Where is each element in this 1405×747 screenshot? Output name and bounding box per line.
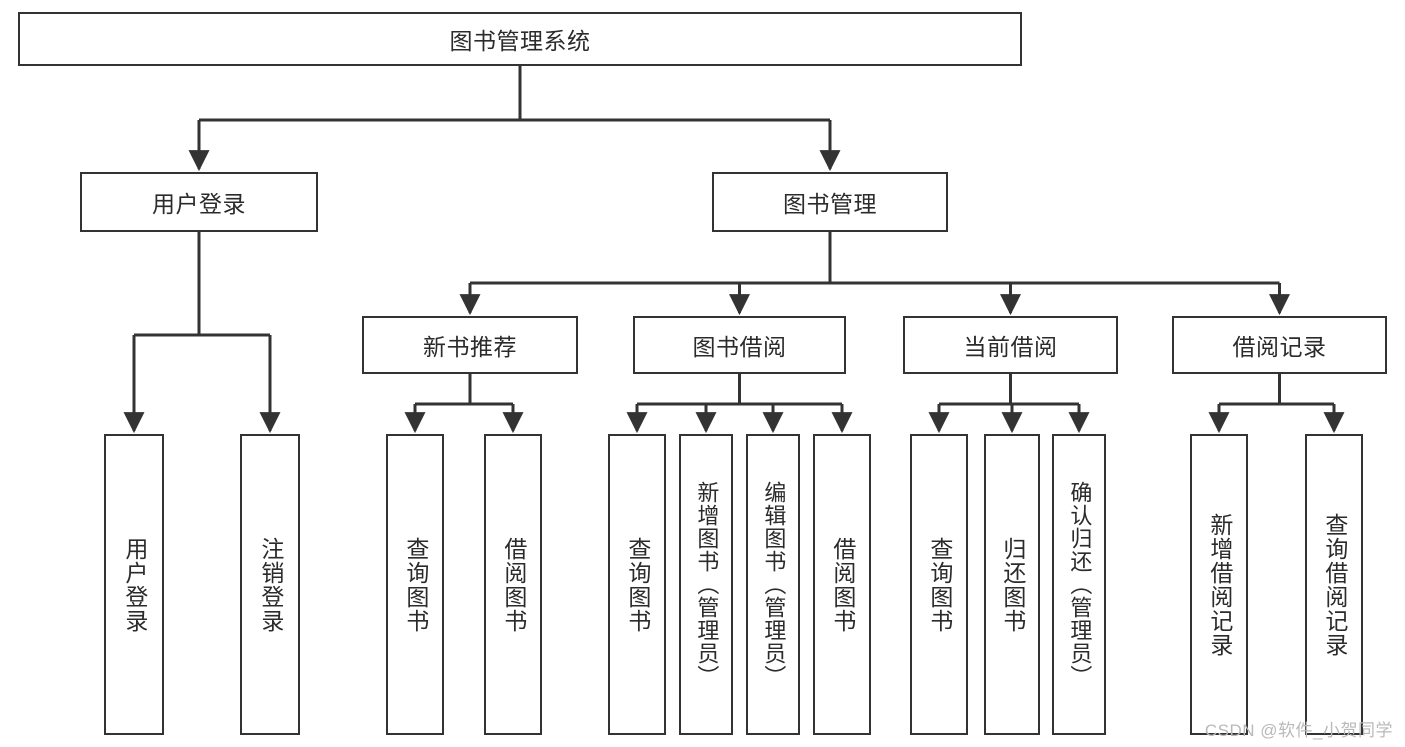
node-label: 图书管理 [783,191,877,217]
node-label: 借阅图书 [829,536,856,633]
node-label: 新增图书（管理员） [694,481,720,688]
node-leaf-query-book-recommend[interactable]: 查询图书 [386,434,444,735]
node-book-borrow[interactable]: 图书借阅 [633,316,846,374]
node-leaf-edit-book-admin[interactable]: 编辑图书（管理员） [746,434,800,735]
node-label: 借阅记录 [1232,334,1327,360]
node-label: 新增借阅记录 [1206,512,1233,657]
node-current-borrow[interactable]: 当前借阅 [903,316,1118,374]
node-leaf-confirm-return-admin[interactable]: 确认归还（管理员） [1052,434,1106,735]
node-leaf-add-borrow-record[interactable]: 新增借阅记录 [1190,434,1248,735]
node-leaf-query-book-borrow[interactable]: 查询图书 [608,434,666,735]
node-leaf-add-book-admin[interactable]: 新增图书（管理员） [679,434,733,735]
edge-bus [415,374,513,406]
node-label: 查询图书 [402,536,429,633]
node-label: 用户登录 [152,191,246,217]
node-leaf-borrow-book[interactable]: 借阅图书 [813,434,871,735]
node-label: 查询图书 [926,536,953,633]
node-root-system[interactable]: 图书管理系统 [18,12,1022,66]
node-new-book-recommend[interactable]: 新书推荐 [362,316,578,374]
node-leaf-return-book[interactable]: 归还图书 [984,434,1040,735]
node-label: 当前借阅 [963,334,1058,360]
node-leaf-user-login[interactable]: 用户登录 [104,434,164,735]
edge-bus [939,374,1079,406]
node-book-management[interactable]: 图书管理 [712,172,948,232]
node-label: 查询图书 [624,536,651,633]
node-label: 新书推荐 [423,334,517,360]
edge-paths [123,66,1345,434]
node-borrow-record[interactable]: 借阅记录 [1172,316,1387,374]
node-leaf-query-book-current[interactable]: 查询图书 [910,434,968,735]
node-leaf-logout[interactable]: 注销登录 [240,434,300,735]
node-label: 查询借阅记录 [1321,512,1348,657]
node-label: 编辑图书（管理员） [761,481,787,688]
edge-bus [1219,374,1334,406]
watermark-text: CSDN @软件_小贺同学 [1204,721,1393,740]
edge-bus [199,66,830,122]
edge-bus [134,232,270,337]
node-user-login[interactable]: 用户登录 [80,172,318,232]
node-label: 图书管理系统 [449,28,591,54]
node-label: 借阅图书 [500,536,527,633]
node-label: 用户登录 [121,536,148,633]
node-label: 注销登录 [257,536,284,633]
node-leaf-query-borrow-record[interactable]: 查询借阅记录 [1305,434,1363,735]
edge-bus [637,374,842,406]
node-leaf-borrow-book-recommend[interactable]: 借阅图书 [484,434,542,735]
node-label: 图书借阅 [692,334,787,360]
node-label: 确认归还（管理员） [1067,481,1093,688]
edge-bus [470,232,1280,285]
node-label: 归还图书 [999,536,1026,633]
